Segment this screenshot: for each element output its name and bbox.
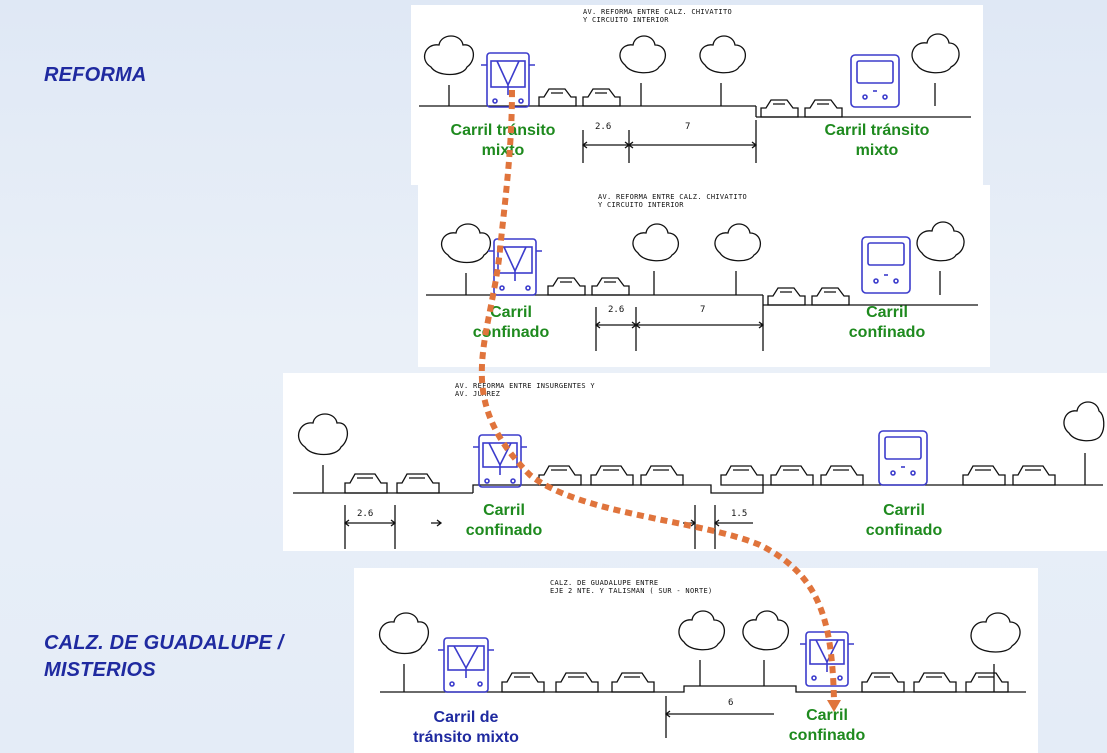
car-icon: [861, 672, 905, 693]
bus-icon: [488, 238, 542, 296]
lane-label-line: confinado: [865, 522, 943, 539]
lane-label-line: Carril de: [433, 709, 499, 726]
tree-icon: [423, 35, 474, 106]
lane-label-line: Carril: [866, 304, 908, 321]
tree-icon: [1063, 401, 1105, 485]
road-profile: [380, 685, 1026, 693]
car-icon: [767, 287, 806, 306]
heading-guadalupe-line1: CALZ. DE GUADALUPE /: [44, 632, 284, 654]
lane-label-line: confinado: [465, 522, 543, 539]
tree-icon: [678, 610, 725, 686]
car-icon: [344, 473, 388, 494]
dimension-label: 2.6: [357, 509, 374, 519]
lane-label-right: Carril confinado: [772, 706, 882, 746]
car-icon: [538, 465, 582, 486]
car-icon: [396, 473, 440, 494]
cross-section-4: CALZ. DE GUADALUPE ENTRE EJE 2 NTE. Y TA…: [354, 568, 1038, 753]
dimension-label: 1.5: [731, 509, 748, 519]
car-icon: [640, 465, 684, 486]
lane-label-line: Carril: [490, 304, 532, 321]
lane-label-line: Carril: [483, 502, 525, 519]
lane-label-left: Carril confinado: [456, 303, 566, 343]
dimension-label: 7: [685, 122, 691, 132]
lane-label-line: mixto: [481, 142, 525, 159]
tree-icon: [440, 223, 491, 295]
car-icon: [760, 99, 799, 118]
cross-section-1: AV. REFORMA ENTRE CALZ. CHIVATITO Y CIRC…: [411, 5, 983, 185]
tree-icon: [699, 35, 746, 106]
lane-label-line: Carril: [883, 502, 925, 519]
cross-section-3-drawing: [293, 401, 1105, 549]
lane-label-right: Carril tránsito mixto: [807, 121, 947, 161]
dimension-label: 7: [700, 305, 706, 315]
car-icon: [611, 672, 655, 693]
car-icon: [965, 672, 1009, 693]
lane-label-line: confinado: [848, 324, 926, 341]
car-icon: [1012, 465, 1056, 486]
tree-icon: [742, 610, 789, 686]
car-icon: [770, 465, 814, 486]
dimension-label: 6: [728, 698, 734, 708]
tree-icon: [619, 35, 666, 106]
tree-icon: [970, 612, 1021, 692]
tree-icon: [378, 612, 429, 692]
lane-label-right: Carril confinado: [832, 303, 942, 343]
bus-icon: [850, 54, 900, 108]
lane-label-left: Carril confinado: [449, 501, 559, 541]
lane-label-line: confinado: [472, 324, 550, 341]
lane-label-line: Carril tránsito: [450, 122, 556, 139]
heading-reforma: REFORMA: [44, 64, 147, 86]
bus-icon: [438, 637, 494, 693]
dimension-label: 2.6: [608, 305, 625, 315]
bus-icon: [878, 430, 928, 486]
tree-icon: [297, 413, 348, 493]
tree-icon: [916, 221, 965, 295]
lane-label-line: confinado: [788, 727, 866, 744]
tree-icon: [632, 223, 679, 295]
lane-label-left: Carril de tránsito mixto: [386, 708, 546, 748]
car-icon: [720, 465, 764, 486]
lane-label-line: tránsito mixto: [413, 729, 519, 746]
car-icon: [913, 672, 957, 693]
tree-icon: [714, 223, 761, 295]
dimension-label: 2.6: [595, 122, 612, 132]
lane-label-right: Carril confinado: [849, 501, 959, 541]
road-profile: [293, 484, 1103, 494]
bus-icon: [800, 631, 854, 687]
tree-icon: [911, 33, 960, 106]
car-icon: [590, 465, 634, 486]
cad-title: CALZ. DE GUADALUPE ENTRE EJE 2 NTE. Y TA…: [550, 579, 713, 595]
car-icon: [555, 672, 599, 693]
car-icon: [538, 88, 577, 107]
cad-title: AV. REFORMA ENTRE CALZ. CHIVATITO Y CIRC…: [598, 193, 747, 209]
car-icon: [582, 88, 621, 107]
car-icon: [804, 99, 843, 118]
car-icon: [591, 277, 630, 296]
car-icon: [501, 672, 545, 693]
car-icon: [820, 465, 864, 486]
lane-label-line: mixto: [855, 142, 899, 159]
cad-title: AV. REFORMA ENTRE CALZ. CHIVATITO Y CIRC…: [583, 8, 732, 24]
cross-section-2: AV. REFORMA ENTRE CALZ. CHIVATITO Y CIRC…: [418, 185, 990, 367]
lane-label-line: Carril: [806, 707, 848, 724]
cross-section-3: AV. REFORMA ENTRE INSURGENTES Y AV. JUAR…: [283, 373, 1107, 551]
heading-guadalupe-line2: MISTERIOS: [44, 659, 156, 681]
dimension-lines: [664, 696, 774, 738]
bus-icon: [473, 434, 527, 488]
bus-icon: [861, 236, 911, 294]
car-icon: [962, 465, 1006, 486]
cad-title: AV. REFORMA ENTRE INSURGENTES Y AV. JUAR…: [455, 382, 595, 398]
lane-label-line: Carril tránsito: [824, 122, 930, 139]
bus-icon: [481, 52, 535, 108]
car-icon: [547, 277, 586, 296]
lane-label-left: Carril tránsito mixto: [433, 121, 573, 161]
